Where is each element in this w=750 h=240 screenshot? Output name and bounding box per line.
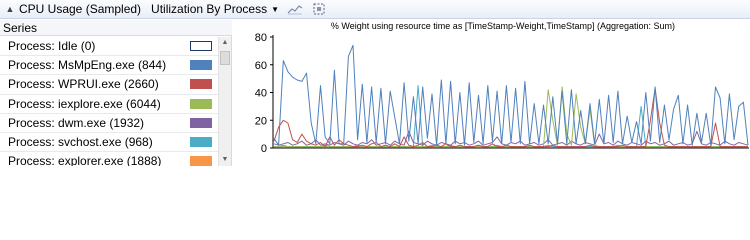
y-tick-label: 0 — [261, 143, 267, 155]
series-list: Process: Idle (0) Process: MsMpEng.exe (… — [0, 37, 218, 166]
series-scrollbar[interactable]: ▲ ▼ — [218, 37, 231, 166]
color-swatch[interactable] — [190, 41, 212, 51]
color-swatch[interactable] — [190, 79, 212, 90]
color-swatch[interactable] — [190, 98, 212, 109]
series-panel: Series Process: Idle (0) Process: MsMpEn… — [0, 20, 232, 166]
series-column-header[interactable]: Series — [0, 20, 232, 36]
series-row-dwm[interactable]: Process: dwm.exe (1932) — [0, 114, 218, 133]
y-tick-label: 60 — [255, 60, 267, 72]
color-swatch[interactable] — [190, 156, 212, 166]
select-frame-icon[interactable] — [311, 2, 327, 16]
series-label: Process: Idle (0) — [8, 39, 96, 53]
series-label: Process: dwm.exe (1932) — [8, 115, 145, 130]
series-row-explorer[interactable]: Process: explorer.exe (1888) — [0, 152, 218, 166]
scroll-up-arrow-icon[interactable]: ▲ — [221, 39, 229, 46]
series-label: Process: WPRUI.exe (2660) — [8, 77, 159, 92]
color-swatch[interactable] — [190, 60, 212, 71]
series-label: Process: iexplore.exe (6044) — [8, 96, 161, 111]
y-tick-label: 20 — [255, 115, 267, 127]
series-row-idle[interactable]: Process: Idle (0) — [0, 37, 218, 57]
line-chart[interactable]: % Weight using resource time as [TimeSta… — [233, 20, 750, 166]
series-line — [273, 44, 749, 146]
series-row-msmpeng[interactable]: Process: MsMpEng.exe (844) — [0, 56, 218, 76]
chart-area[interactable]: % Weight using resource time as [TimeSta… — [233, 20, 750, 166]
collapse-chevron-icon[interactable]: ▲ — [5, 4, 15, 14]
line-graph-icon[interactable] — [287, 2, 303, 16]
series-row-iexplore[interactable]: Process: iexplore.exe (6044) — [0, 95, 218, 114]
y-tick-label: 80 — [255, 32, 267, 44]
series-label: Process: svchost.exe (968) — [8, 134, 153, 149]
color-swatch[interactable] — [190, 136, 212, 147]
scroll-down-arrow-icon[interactable]: ▼ — [221, 156, 229, 163]
view-preset-label: Utilization By Process — [151, 2, 268, 16]
graph-title: CPU Usage (Sampled) — [19, 2, 142, 16]
scroll-thumb[interactable] — [220, 51, 230, 65]
y-tick-label: 40 — [255, 88, 267, 100]
series-row-svchost[interactable]: Process: svchost.exe (968) — [0, 133, 218, 153]
series-label: Process: MsMpEng.exe (844) — [8, 58, 167, 73]
chart-title: % Weight using resource time as [TimeSta… — [331, 21, 675, 31]
color-swatch[interactable] — [190, 117, 212, 128]
toolbar: ▲ CPU Usage (Sampled) Utilization By Pro… — [0, 0, 750, 19]
view-preset-dropdown[interactable]: Utilization By Process ▼ — [151, 2, 279, 16]
series-row-wprui[interactable]: Process: WPRUI.exe (2660) — [0, 75, 218, 95]
series-label: Process: explorer.exe (1888) — [8, 154, 162, 166]
dropdown-caret-icon: ▼ — [271, 4, 280, 14]
series-line — [273, 87, 748, 148]
